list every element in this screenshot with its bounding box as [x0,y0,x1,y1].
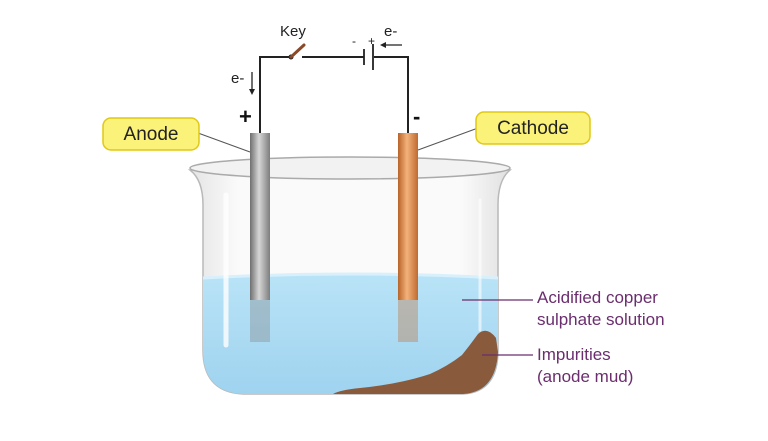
beaker-rim [189,156,511,180]
battery-icon [363,44,374,70]
anode-electrode-submerged [250,300,270,342]
cathode-label-box [475,111,591,145]
impurities-label-line1: Impurities [537,345,611,364]
key-switch [288,43,306,60]
electron-flow-arrow-top [380,42,402,48]
cathode-electrode-submerged [398,300,418,342]
key-label: Key [280,23,306,40]
solution-surface [202,272,499,280]
anode-label-box [102,117,200,151]
circuit-wire-left [259,56,290,133]
cathode-polarity-sign: - [413,104,420,129]
anode-label: Anode [124,124,179,145]
solution-label-line2: sulphate solution [537,310,665,329]
anode-leader-line [197,132,251,153]
cathode-electrode [398,133,418,300]
cathode-label: Cathode [497,118,569,139]
battery-plus-sign: + [368,34,375,48]
cathode-leader-line [417,127,479,151]
battery-minus-sign: - [352,34,356,48]
anode-polarity-sign: + [239,104,252,129]
electron-flow-arrow-left [249,72,255,95]
impurities-label-line2: (anode mud) [537,367,633,386]
solution-label-line1: Acidified copper [537,288,658,307]
anode-mud [333,330,498,394]
electron-label-left: e- [231,70,244,87]
solution-liquid [203,275,498,394]
electron-label-top: e- [384,23,397,40]
anode-electrode [250,133,270,300]
circuit-wire-right [374,56,409,133]
